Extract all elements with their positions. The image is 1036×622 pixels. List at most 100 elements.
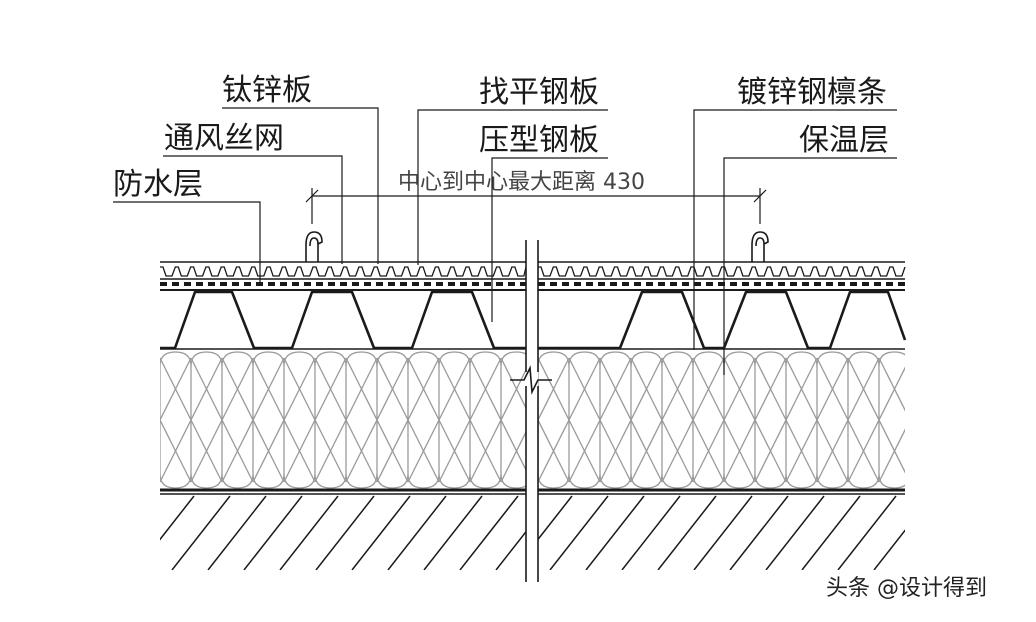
insulation-loop — [532, 352, 563, 488]
hatch-line — [495, 530, 526, 570]
insulation-fiber — [816, 357, 880, 483]
insulation-fiber — [599, 357, 663, 483]
hatch-line — [549, 495, 609, 570]
insulation-fiber — [692, 357, 756, 483]
insulation-loop — [252, 351, 285, 489]
hatch-line — [279, 495, 339, 570]
insulation-loop — [692, 351, 725, 489]
insulation-loop — [538, 361, 539, 479]
insulation-loop — [314, 351, 347, 489]
insulation-layer-right — [538, 351, 972, 489]
insulation-fiber — [190, 357, 254, 483]
insulation-loop — [345, 351, 378, 489]
insulation-loop — [407, 351, 440, 489]
label-insulation-layer: 保温层 — [799, 123, 889, 158]
insulation-fiber — [469, 368, 526, 483]
insulation-loop — [723, 351, 756, 489]
insulation-loop — [500, 351, 526, 489]
hatch-line — [837, 495, 897, 570]
insulation-fiber — [500, 430, 526, 483]
titanium-zinc-sheet — [160, 261, 906, 280]
insulation-fiber — [754, 357, 818, 483]
insulation-loop — [661, 351, 694, 489]
insulation-loop — [469, 351, 502, 489]
insulation-loop — [630, 351, 663, 489]
waterproof-and-leveling-layers — [160, 282, 905, 291]
insulation-layer-left — [160, 351, 594, 489]
insulation-loop — [785, 351, 818, 489]
standing-seam-clips — [305, 231, 769, 262]
watermark: 头条 @设计得到 — [826, 576, 987, 601]
hatch-line — [351, 495, 411, 570]
insulation-loop — [754, 351, 787, 489]
hatch-line — [910, 496, 968, 570]
insulation-loop — [538, 351, 570, 489]
insulation-fiber — [500, 357, 526, 410]
insulation-loop — [283, 351, 316, 489]
insulation-fiber — [221, 357, 285, 483]
hatch-line — [532, 496, 590, 570]
profiled-steel-deck — [160, 290, 907, 350]
insulation-fiber — [538, 418, 570, 483]
insulation-fiber — [345, 357, 409, 483]
insulation-fiber — [847, 366, 905, 483]
hatch-line — [693, 495, 753, 570]
section-break-line — [510, 240, 552, 582]
insulation-loop — [376, 351, 409, 489]
insulation-loop — [847, 351, 880, 489]
insulation-fiber — [376, 357, 440, 483]
insulation-loop — [816, 351, 849, 489]
label-galvanized-purlin: 镀锌钢檩条 — [737, 75, 887, 110]
hatch-line — [160, 495, 195, 541]
insulation-fiber — [283, 357, 347, 483]
hatch-line — [873, 529, 905, 570]
insulation-fiber — [568, 357, 632, 483]
insulation-loop — [190, 351, 223, 489]
insulation-fiber — [785, 357, 849, 483]
hatch-line — [478, 496, 536, 570]
insulation-fiber — [910, 358, 972, 482]
insulation-loop — [221, 351, 254, 489]
label-vent-mesh: 通风丝网 — [164, 121, 284, 156]
substrate-hatching-left — [160, 495, 590, 570]
hatch-line — [621, 495, 681, 570]
hatch-line — [459, 495, 519, 570]
dimension-line — [305, 188, 767, 224]
insulation-loop — [568, 351, 601, 489]
insulation-loop — [160, 361, 161, 479]
insulation-fiber — [160, 357, 192, 422]
insulation-fiber — [532, 358, 594, 482]
insulation-loop — [599, 351, 632, 489]
insulation-fiber — [160, 357, 223, 483]
hatch-line — [423, 495, 483, 570]
hatch-line — [585, 495, 645, 570]
hatch-line — [801, 495, 861, 570]
insulation-loop — [438, 351, 471, 489]
hatch-line — [657, 495, 717, 570]
insulation-loop — [160, 351, 192, 489]
hatch-line — [315, 495, 375, 570]
insulation-fiber — [538, 357, 601, 483]
insulation-fiber — [630, 357, 694, 483]
label-waterproof-layer: 防水层 — [113, 167, 203, 202]
insulation-fiber — [723, 357, 787, 483]
insulation-fiber — [407, 357, 471, 483]
hatch-line — [765, 495, 825, 570]
insulation-fiber — [878, 428, 905, 483]
insulation-fiber — [878, 357, 905, 412]
insulation-fiber — [160, 418, 192, 483]
hatch-line — [243, 495, 303, 570]
label-profiled-steel-sheet: 压型钢板 — [479, 123, 599, 158]
insulation-fiber — [438, 357, 502, 483]
leader-lines — [113, 107, 897, 375]
hatch-line — [538, 495, 573, 541]
insulation-fiber — [538, 357, 570, 422]
substrate-hatching-right — [478, 495, 968, 570]
insulation-loop — [878, 351, 905, 489]
label-leveling-steel-sheet: 找平钢板 — [479, 75, 599, 110]
hatch-line — [171, 495, 231, 570]
insulation-fiber — [252, 357, 316, 483]
insulation-fiber — [314, 357, 378, 483]
